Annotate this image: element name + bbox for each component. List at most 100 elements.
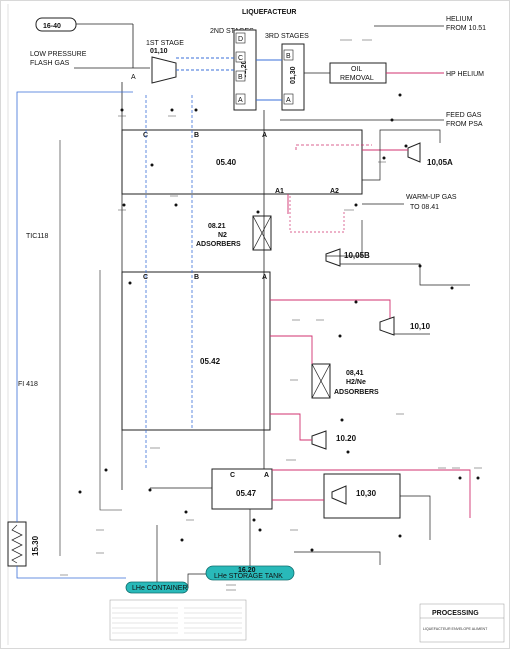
h2ne-adsorber-name: H2/Ne xyxy=(346,379,366,386)
stage3-b-label: B xyxy=(286,53,291,60)
bypass-line xyxy=(99,270,122,511)
turbine-1005b-feed xyxy=(326,220,363,257)
n2-adsorber-cross-2 xyxy=(252,215,272,251)
stream-tag-box xyxy=(35,17,77,32)
feed-gas-label-1: FEED GAS xyxy=(446,112,482,119)
hx0540-recycle xyxy=(295,144,372,150)
turbine-1020-feed xyxy=(270,413,312,441)
h2ne-adsorber-id: 08,41 xyxy=(346,370,364,377)
instrument-tag-marks xyxy=(60,39,482,591)
hx0540-pass-a2: A2 xyxy=(330,188,339,195)
exchanger-1530-id: 15.30 xyxy=(31,535,40,556)
hx0547-id: 05.47 xyxy=(236,489,257,498)
hx0542-pass-b: B xyxy=(194,274,199,281)
hx0542-pass-c: C xyxy=(143,274,148,281)
warmup-gas-label-1: WARM-UP GAS xyxy=(406,194,457,201)
exchanger-0540 xyxy=(121,129,363,195)
turbine-1020 xyxy=(311,430,327,450)
oil-removal-label-2: REMOVAL xyxy=(340,75,374,82)
hx0547-pass-c: C xyxy=(230,472,235,479)
turbine-1005a xyxy=(407,142,421,163)
title-block-company: PROCESSING xyxy=(432,610,479,617)
feed-gas-label-2: FROM PSA xyxy=(446,121,483,128)
stage3-a-box xyxy=(283,93,294,105)
oil-removal-label-1: OIL xyxy=(351,66,362,73)
hx0542-id: 05.42 xyxy=(200,357,221,366)
storage-tank-id: 16.20 xyxy=(238,567,256,574)
turbine-1005b xyxy=(325,248,341,267)
turbine-1005b-return xyxy=(340,263,470,286)
hx1530-outlet xyxy=(16,566,126,579)
exchanger-1530 xyxy=(7,521,27,567)
inlet-label-1: LOW PRESSURE xyxy=(30,51,87,58)
title-block xyxy=(419,603,505,643)
warmup-gas-label-2: TO 08.41 xyxy=(410,204,439,211)
stage-d-label: D xyxy=(238,36,243,43)
turbine-1030 xyxy=(331,485,347,505)
stage-a-box xyxy=(235,93,246,105)
exchanger-1530-coil xyxy=(11,524,23,564)
stream-tag: 16-40 xyxy=(43,23,61,30)
hx0540-pass-a: A xyxy=(262,132,267,139)
side-label-fi: FI 418 xyxy=(18,381,38,388)
second-stage-id: 01,20 xyxy=(241,60,248,78)
first-stage-compressor xyxy=(151,56,177,84)
lhe-container-label: LHe CONTAINER xyxy=(132,585,188,592)
turbine-1010 xyxy=(379,316,395,336)
title-block-drawing: LIQUEFACTEUR ENVELOPE ALIMENT xyxy=(423,627,488,631)
hx0547-pass-a: A xyxy=(264,472,269,479)
n2-adsorber-name: N2 xyxy=(218,232,227,239)
stage-c-box xyxy=(235,51,246,63)
legend-table xyxy=(109,599,247,641)
h2ne-adsorber-label: ADSORBERS xyxy=(334,389,379,396)
stage-b-box xyxy=(235,70,246,82)
a2-link xyxy=(289,196,345,233)
inlet-label-2: FLASH GAS xyxy=(30,60,70,67)
third-stage-id: 01,30 xyxy=(290,66,297,84)
storage-tank-label: LHe STORAGE TANK xyxy=(214,573,283,580)
exchanger-0542 xyxy=(121,271,271,431)
stage-b-label: B xyxy=(238,74,243,81)
first-stage-label: 1ST STAGE xyxy=(146,40,184,47)
pass-a-top: A xyxy=(131,74,136,81)
n2-adsorber-id: 08.21 xyxy=(208,223,226,230)
hx0540-pass-a1: A1 xyxy=(275,188,284,195)
storage-tank-vent xyxy=(294,551,381,565)
helium-label-1: HELIUM xyxy=(446,16,473,23)
hx0540-id: 05.40 xyxy=(216,158,237,167)
second-stages-label: 2ND STAGES xyxy=(210,28,254,35)
turbine-1005b-label: 10,05B xyxy=(344,251,370,260)
third-stage-block xyxy=(281,43,305,111)
hx0540-pass-b: B xyxy=(194,132,199,139)
hp-helium-label: HP HELIUM xyxy=(446,71,484,78)
first-stage-id: 01,10 xyxy=(150,48,168,55)
hx0547-outlet xyxy=(272,469,471,518)
turbine-1030-label: 10,30 xyxy=(356,489,377,498)
stage3-b-box xyxy=(283,49,294,61)
turbine-1005a-label: 10,05A xyxy=(427,158,453,167)
exchanger-0547 xyxy=(211,468,273,510)
stage-a-label: A xyxy=(238,97,243,104)
turbine-1010-feed xyxy=(270,299,391,318)
tank-link xyxy=(187,573,206,588)
turbine-1020-label: 10.20 xyxy=(336,434,357,443)
turbine-1010-label: 10,10 xyxy=(410,322,431,331)
instrument-markers xyxy=(78,93,480,552)
third-stages-label: 3RD STAGES xyxy=(265,33,309,40)
turbine-1030-return xyxy=(400,495,431,540)
stage-c-label: C xyxy=(238,55,243,62)
hx0540-pass-c: C xyxy=(143,132,148,139)
helium-label-2: FROM 10.51 xyxy=(446,25,486,32)
n2-adsorber-label: ADSORBERS xyxy=(196,241,241,248)
header-title: LIQUEFACTEUR xyxy=(242,9,296,16)
hx0542-pass-a: A xyxy=(262,274,267,281)
stage-d-box xyxy=(235,32,246,44)
turbine-1005a-return xyxy=(362,129,441,181)
stage3-a-label: A xyxy=(286,97,291,104)
hx1530-return xyxy=(16,91,133,522)
side-label-tic: TIC118 xyxy=(26,233,49,240)
h2ne-feed-line xyxy=(270,335,313,364)
legend-table-rows xyxy=(112,607,242,634)
